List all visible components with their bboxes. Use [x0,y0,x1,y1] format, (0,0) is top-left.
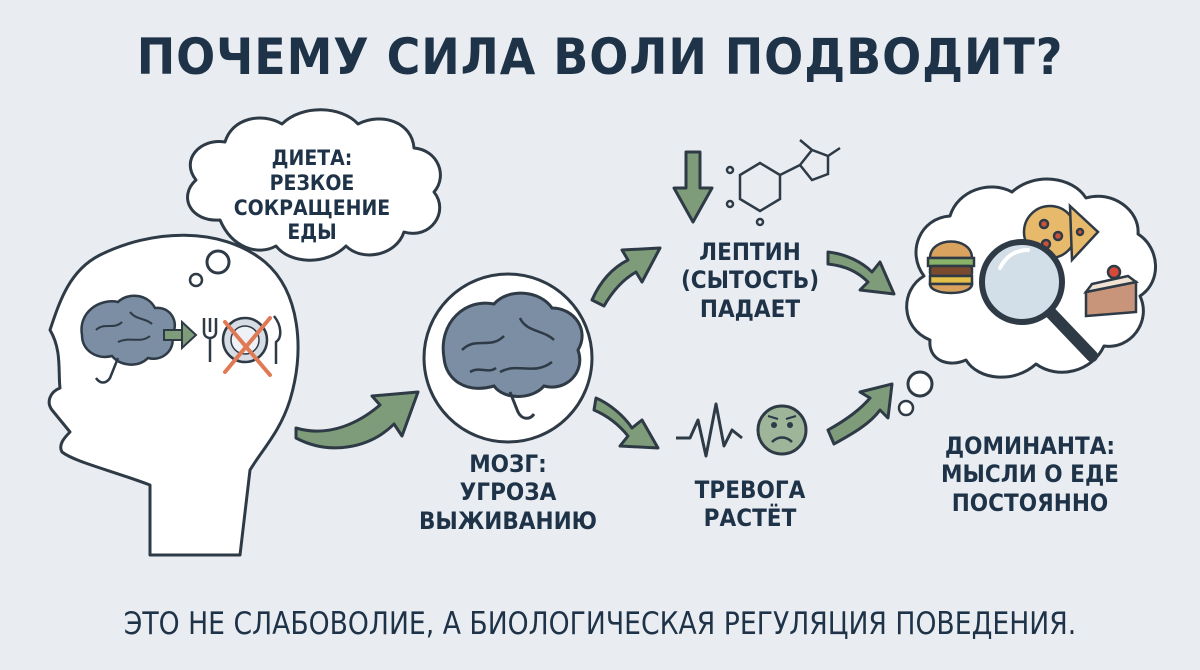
dominant-label-line: ДОМИНАНТА: [944,432,1116,460]
fork-icon [202,318,218,362]
arrow-leptin-to-food-icon [826,250,896,296]
diet-label-line: ДИЕТА: [271,146,353,170]
arrow-head-to-brain-icon [294,390,420,450]
diet-label-line: СОКРАЩЕНИЕ ЕДЫ [233,195,391,245]
dominant-label-line: ПОСТОЯННО [951,488,1109,517]
diet-label: ДИЕТА: РЕЗКОЕ СОКРАЩЕНИЕ ЕДЫ [208,146,417,245]
worried-face-icon [756,404,808,456]
magnifying-glass-icon [979,239,1098,362]
anxiety-label-line: РАСТЁТ [703,504,797,533]
arrow-to-anxiety-icon [592,396,660,450]
dominant-label-line: МЫСЛИ О ЕДЕ [941,460,1119,489]
molecule-icon [725,139,841,227]
brain-threat-label-line: МОЗГ: [469,450,547,478]
dominant-label: ДОМИНАНТА: МЫСЛИ О ЕДЕ ПОСТОЯННО [927,432,1134,517]
leptin-label-line: (СЫТОСТЬ) [680,266,820,295]
leptin-label-line: ЛЕПТИН [699,238,801,266]
leptin-label-line: ПАДАЕТ [699,294,801,323]
knife-icon [272,315,282,364]
burger-icon [926,240,976,295]
leptin-label: ЛЕПТИН (СЫТОСТЬ) ПАДАЕТ [660,238,840,323]
anxiety-label-line: ТРЕВОГА [694,476,806,504]
brain-threat-label: МОЗГ: УГРОЗА ВЫЖИВАНИЮ [400,450,616,535]
brain-threat-label-line: УГРОЗА [459,478,557,507]
cake-icon [1083,264,1139,318]
plate-icon [221,316,269,364]
cross-icon [223,316,272,377]
diet-thought-bubble [186,108,442,288]
arrow-to-leptin-icon [590,246,662,308]
heartbeat-icon [676,402,743,458]
arrow-anxiety-to-food-icon [826,382,894,446]
small-arrow-icon [163,319,198,351]
down-arrow-icon [672,150,714,224]
anxiety-label: ТРЕВОГА РАСТЁТ [660,476,840,533]
head-silhouette-icon [47,233,300,557]
brain-circle-icon [422,272,594,444]
diet-label-line: РЕЗКОЕ [269,170,355,195]
brain-threat-label-line: ВЫЖИВАНИЮ [418,506,598,535]
page-title: ПОЧЕМУ СИЛА ВОЛИ ПОДВОДИТ? [136,28,1064,86]
footer-caption: ЭТО НЕ СЛАБОВОЛИЕ, А БИОЛОГИЧЕСКАЯ РЕГУЛ… [123,606,1077,642]
